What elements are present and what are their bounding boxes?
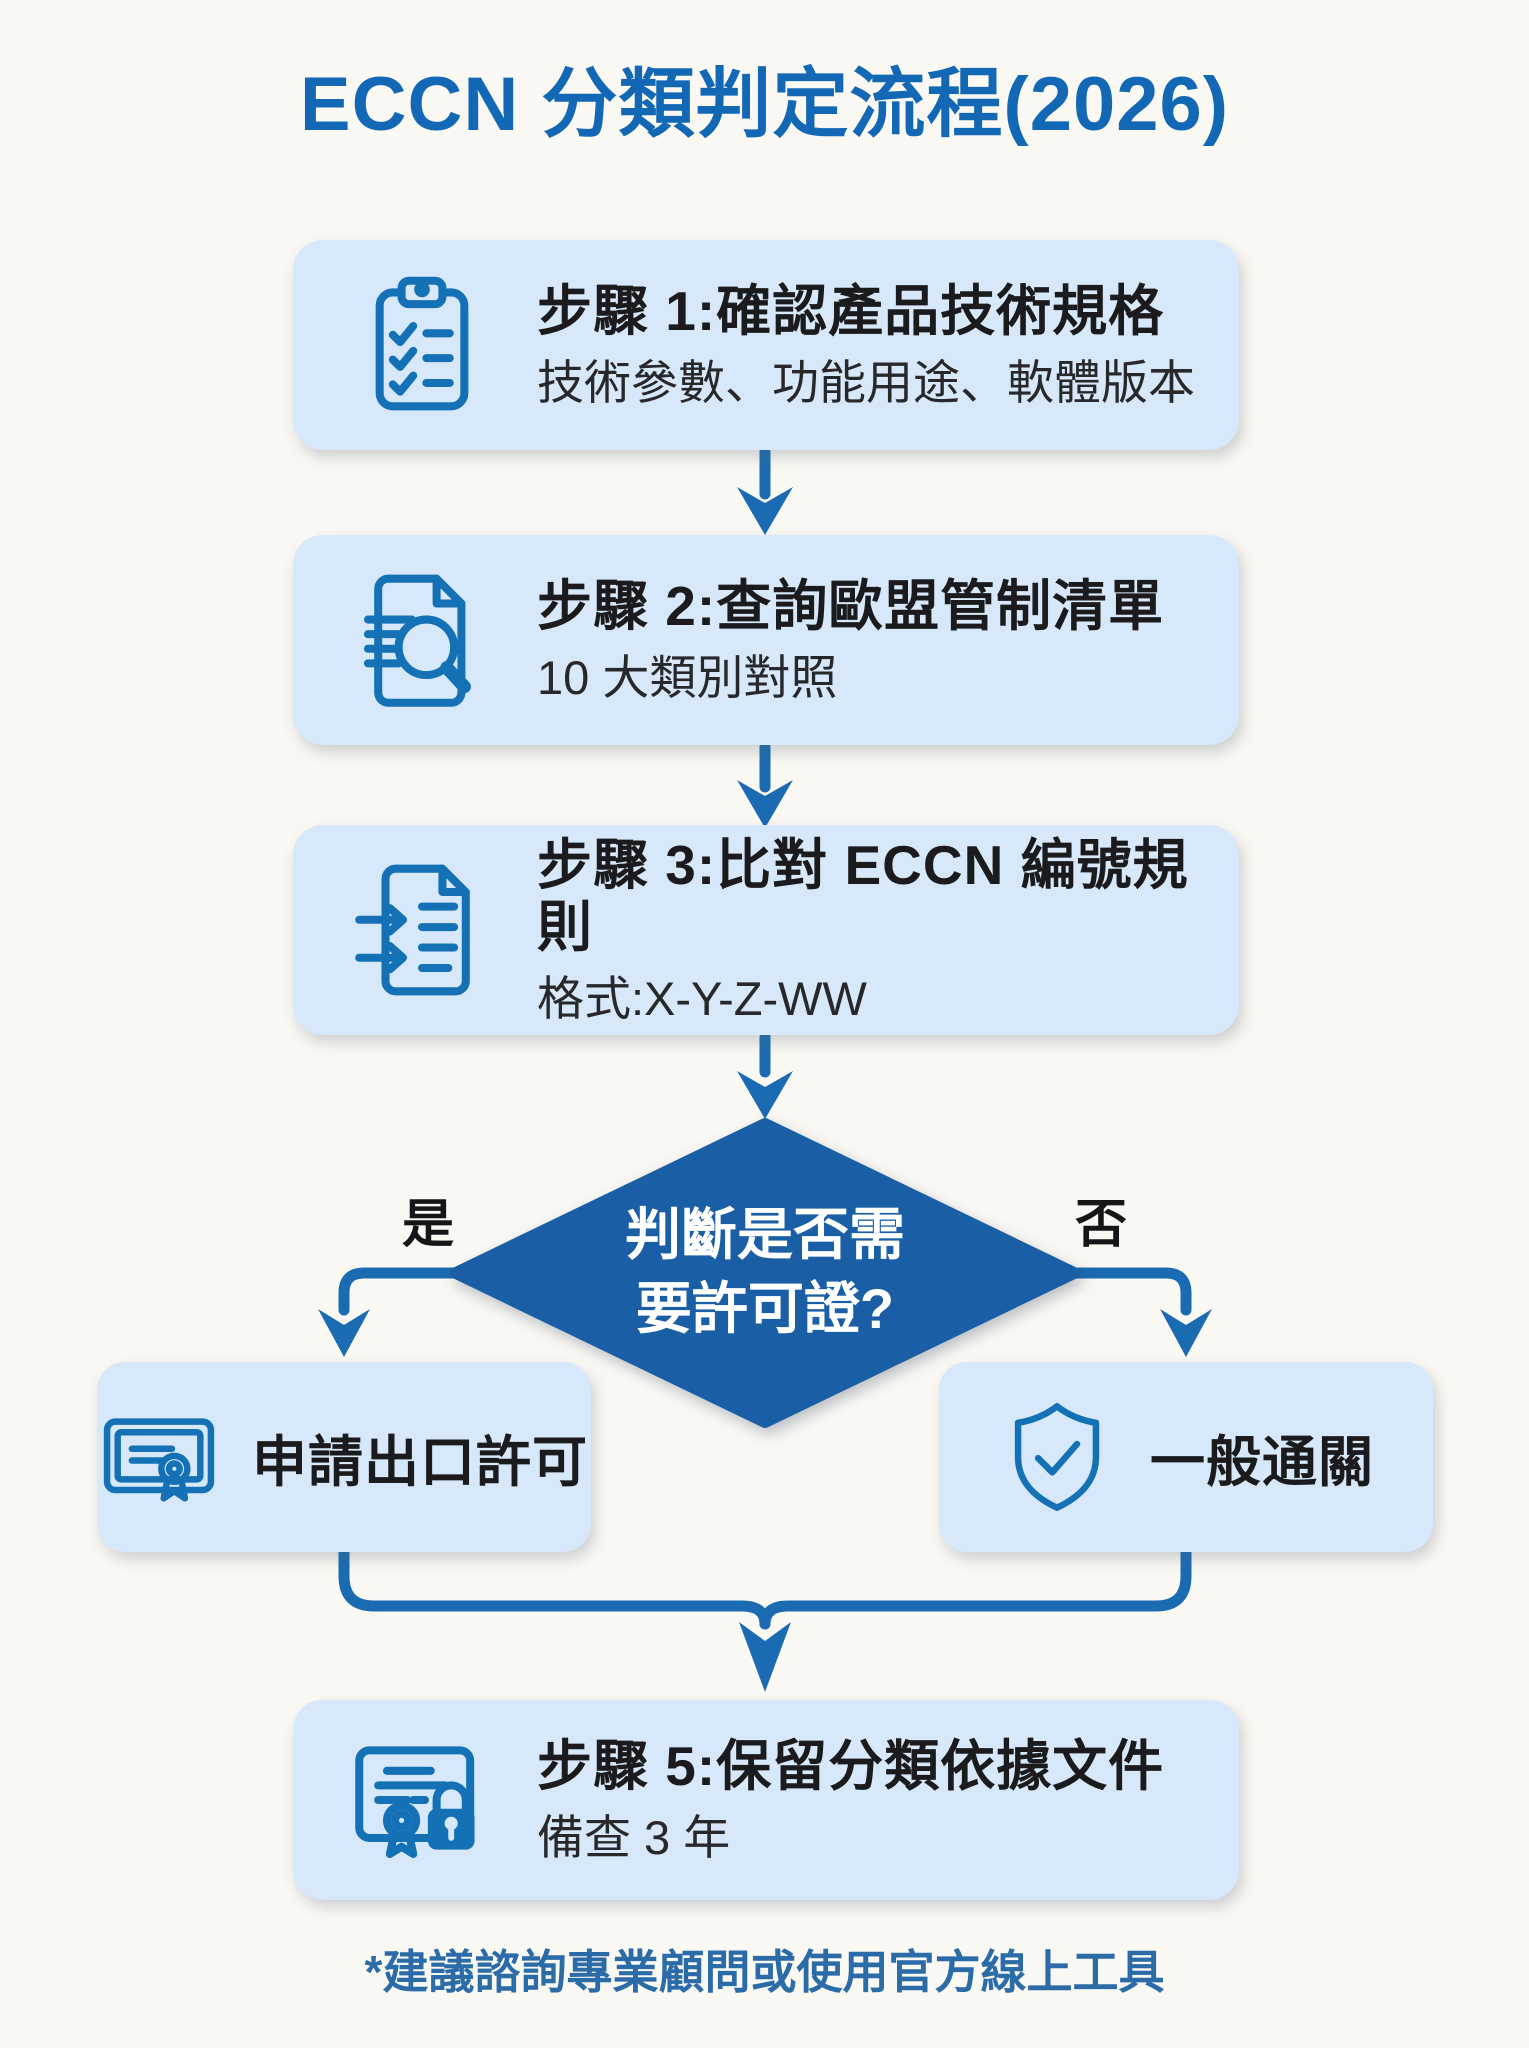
- document-search-icon: [349, 562, 495, 718]
- advisory-footnote: *建議諮詢專業顧問或使用官方線上工具: [364, 1946, 1165, 1998]
- decision-question: 判斷是否需 要許可證?: [515, 1198, 1015, 1347]
- yes-branch-label: 是: [401, 1196, 454, 1254]
- step-3-title: 步驟 3:比對 ECCN 編號規則: [537, 834, 1189, 958]
- step-5-subtitle: 備查 3 年: [537, 1811, 731, 1865]
- no-branch-label: 否: [1074, 1196, 1127, 1254]
- step-2-box: 步驟 2:查詢歐盟管制清單 10 大類別對照: [293, 535, 1239, 745]
- step-1-box: 步驟 1:確認產品技術規格 技術參數、功能用途、軟體版本: [293, 240, 1239, 450]
- general-clearance-label: 一般通關: [1149, 1431, 1374, 1493]
- step-1-subtitle: 技術參數、功能用途、軟體版本: [537, 356, 1195, 410]
- step-2-text: 步驟 2:查詢歐盟管制清單 10 大類別對照: [537, 574, 1165, 705]
- step-5-text: 步驟 5:保留分類依據文件 備查 3 年: [537, 1734, 1165, 1865]
- page-title: ECCN 分類判定流程(2026): [299, 62, 1230, 147]
- shield-check-icon: [998, 1398, 1116, 1516]
- step-3-text: 步驟 3:比對 ECCN 編號規則 格式:X-Y-Z-WW: [537, 834, 1209, 1026]
- step-3-box: 步驟 3:比對 ECCN 編號規則 格式:X-Y-Z-WW: [293, 825, 1239, 1035]
- apply-export-license-box: 申請出口許可: [97, 1362, 591, 1552]
- step-1-text: 步驟 1:確認產品技術規格 技術參數、功能用途、軟體版本: [537, 279, 1195, 410]
- clipboard-checklist-icon: [349, 267, 495, 423]
- apply-export-license-label: 申請出口許可: [251, 1431, 588, 1493]
- step-2-title: 步驟 2:查詢歐盟管制清單: [537, 574, 1165, 637]
- step-5-box: 步驟 5:保留分類依據文件 備查 3 年: [293, 1700, 1239, 1900]
- step-2-subtitle: 10 大類別對照: [537, 651, 838, 705]
- decision-diamond: [450, 1118, 1080, 1428]
- step-5-title: 步驟 5:保留分類依據文件: [537, 1734, 1165, 1797]
- document-compare-icon: [349, 852, 495, 1008]
- decision-question-line2: 要許可證?: [635, 1277, 895, 1341]
- decision-question-line1: 判斷是否需: [625, 1203, 905, 1266]
- certificate-lock-icon: [349, 1722, 495, 1878]
- step-3-subtitle: 格式:X-Y-Z-WW: [537, 972, 867, 1026]
- certificate-icon: [100, 1398, 218, 1516]
- general-clearance-box: 一般通關: [939, 1362, 1433, 1552]
- step-1-title: 步驟 1:確認產品技術規格: [537, 279, 1165, 342]
